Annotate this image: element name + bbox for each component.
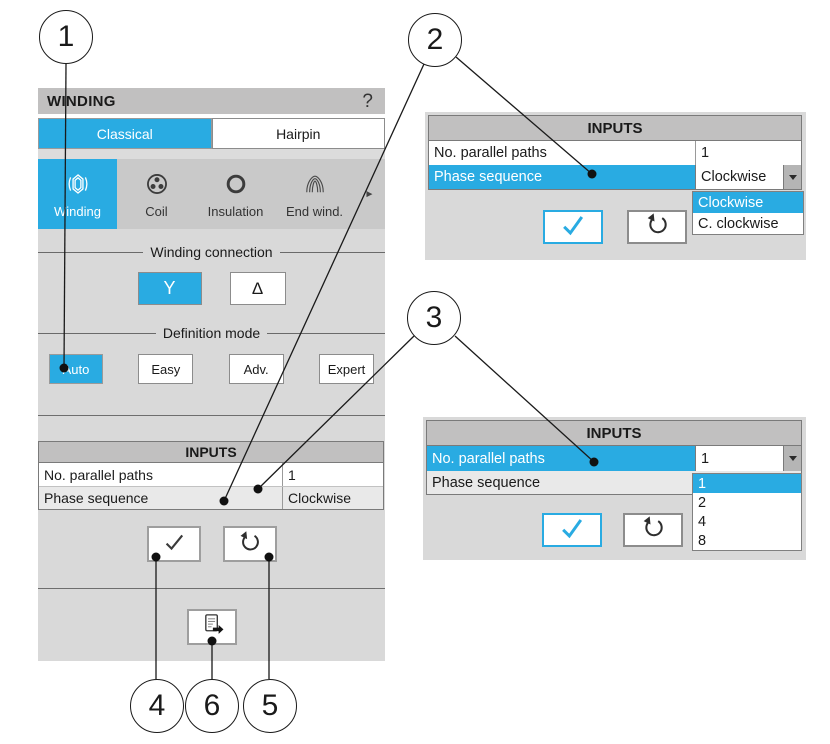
coil-icon — [142, 170, 172, 201]
phase-sequence-combobox[interactable]: Clockwise — [695, 165, 801, 189]
combobox-dropdown-button[interactable] — [783, 165, 801, 189]
section-divider — [38, 588, 385, 589]
nav-tab-coil[interactable]: Coil — [117, 159, 196, 229]
check-icon — [556, 210, 590, 245]
dropdown-option[interactable]: 8 — [693, 531, 801, 550]
star-connection-button[interactable]: Y — [137, 272, 202, 305]
reset-button[interactable] — [623, 513, 683, 547]
mode-expert-button[interactable]: Expert — [318, 354, 374, 384]
definition-mode-legend: Definition mode — [38, 325, 385, 341]
callout-5: 5 — [243, 679, 297, 733]
row-label: Phase sequence — [432, 474, 541, 491]
winding-connection-legend: Winding connection — [38, 244, 385, 260]
inputs-actions — [38, 526, 385, 562]
reset-icon — [236, 528, 264, 561]
tab-classical[interactable]: Classical — [38, 118, 212, 149]
winding-panel-header: WINDING ? — [38, 88, 385, 118]
table-row: No. parallel paths 1 — [39, 463, 383, 486]
panel-title: WINDING — [47, 92, 116, 110]
nav-tab-label: End wind. — [285, 203, 344, 219]
dropdown-option-selected[interactable]: Clockwise — [693, 192, 803, 213]
apply-button[interactable] — [146, 526, 201, 562]
callout-3: 3 — [407, 291, 461, 345]
chevron-down-icon — [788, 174, 797, 180]
row-value-field[interactable]: 1 — [282, 463, 383, 486]
nav-tab-insulation[interactable]: Insulation — [196, 159, 275, 229]
parallel-paths-combobox[interactable]: 1 — [695, 446, 801, 471]
row-label: No. parallel paths — [434, 145, 547, 161]
reset-button[interactable] — [222, 526, 277, 562]
dropdown-option[interactable]: 2 — [693, 493, 801, 512]
winding-connection-options: Y Δ — [38, 272, 385, 305]
mode-auto-button[interactable]: Auto — [49, 354, 103, 384]
nav-tab-end-winding[interactable]: End wind. — [275, 159, 354, 229]
mode-adv-button[interactable]: Adv. — [228, 354, 284, 384]
export-row — [38, 609, 385, 645]
nav-tab-label: Winding — [54, 203, 101, 219]
nav-tab-label: Coil — [145, 203, 168, 219]
inputs-table: INPUTS No. parallel paths 1 Phase sequen… — [38, 441, 384, 510]
winding-nav-strip: Winding Coil — [38, 159, 385, 229]
section-divider — [38, 415, 385, 416]
inputs-table: INPUTS No. parallel paths 1 Phase sequen… — [428, 115, 802, 190]
winding-type-tabs: Classical Hairpin — [38, 118, 385, 149]
row-label: Phase sequence — [434, 169, 543, 185]
table-row: Phase sequence Clockwise — [39, 486, 383, 509]
dropdown-option-selected[interactable]: 1 — [693, 474, 801, 493]
parallel-paths-panel: INPUTS No. parallel paths 1 Phase sequen… — [423, 417, 806, 560]
row-value-field[interactable]: Clockwise — [282, 487, 383, 509]
inputs-table-title: INPUTS — [427, 421, 801, 446]
reset-icon — [639, 513, 668, 547]
tab-hairpin[interactable]: Hairpin — [211, 118, 385, 149]
delta-connection-button[interactable]: Δ — [229, 272, 286, 305]
callout-1: 1 — [39, 10, 93, 64]
nav-scroll-right-icon[interactable]: ► — [364, 188, 375, 200]
dropdown-option[interactable]: 4 — [693, 512, 801, 531]
nav-tab-winding[interactable]: Winding — [38, 159, 117, 229]
table-row-selected: Phase sequence Clockwise — [429, 165, 801, 189]
insulation-icon — [221, 170, 251, 201]
callout-4: 4 — [130, 679, 184, 733]
combobox-value: 1 — [701, 450, 710, 467]
export-document-icon — [197, 610, 227, 645]
apply-button[interactable] — [542, 513, 602, 547]
row-label: No. parallel paths — [44, 466, 153, 483]
combobox-dropdown-button[interactable] — [783, 446, 801, 471]
divider-strip — [38, 149, 385, 159]
row-label: Phase sequence — [44, 490, 149, 506]
callout-2: 2 — [408, 13, 462, 67]
export-button[interactable] — [186, 609, 237, 645]
apply-button[interactable] — [543, 210, 603, 244]
winding-icon — [63, 170, 93, 201]
table-row-selected: No. parallel paths 1 — [427, 446, 801, 471]
end-winding-icon — [300, 170, 330, 201]
check-icon — [159, 528, 189, 561]
help-icon[interactable]: ? — [362, 90, 373, 112]
reset-button[interactable] — [627, 210, 687, 244]
row-value-field[interactable]: 1 — [695, 141, 801, 165]
chevron-down-icon — [788, 456, 797, 461]
callout-6: 6 — [185, 679, 239, 733]
row-label: No. parallel paths — [432, 450, 545, 467]
parallel-paths-dropdown-list: 1 2 4 8 — [692, 473, 802, 551]
table-row: No. parallel paths 1 — [429, 141, 801, 165]
nav-tab-label: Insulation — [207, 203, 264, 219]
reset-icon — [643, 210, 672, 244]
phase-sequence-dropdown-list: Clockwise C. clockwise — [692, 191, 804, 235]
mode-easy-button[interactable]: Easy — [138, 354, 194, 384]
phase-sequence-panel: INPUTS No. parallel paths 1 Phase sequen… — [425, 112, 806, 260]
definition-mode-options: Auto Easy Adv. Expert — [38, 354, 385, 384]
dropdown-option[interactable]: C. clockwise — [693, 213, 803, 234]
inputs-table-title: INPUTS — [429, 116, 801, 141]
combobox-value: Clockwise — [701, 169, 767, 185]
inputs-table-title: INPUTS — [39, 442, 383, 463]
check-icon — [555, 513, 589, 548]
winding-panel: WINDING ? Classical Hairpin Winding — [38, 88, 385, 661]
